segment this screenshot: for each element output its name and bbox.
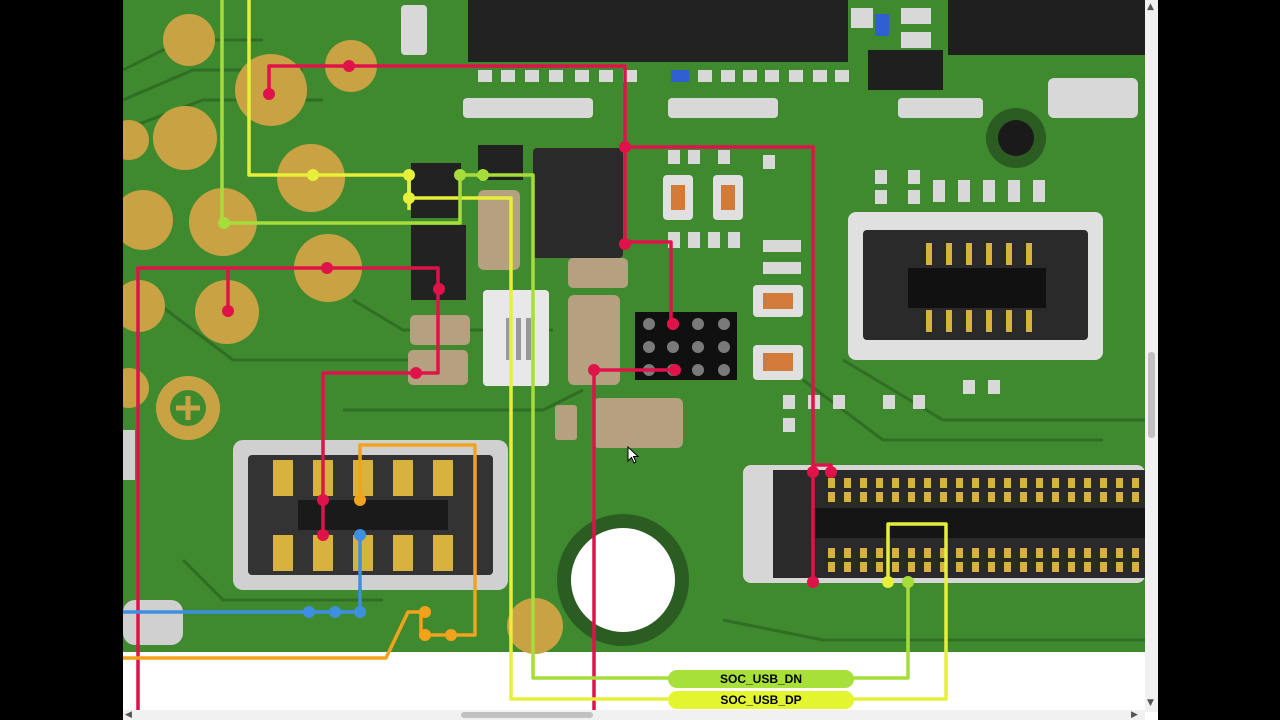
net-label-usb-dp-text: SOC_USB_DP: [720, 693, 802, 707]
pcb-board-image: [123, 0, 1145, 712]
net-label-usb-dp: SOC_USB_DP: [668, 691, 854, 709]
schematic-viewer[interactable]: SOC_USB_DN SOC_USB_DP: [123, 0, 1158, 720]
net-label-usb-dn-text: SOC_USB_DN: [719, 672, 803, 686]
scroll-up-arrow-icon[interactable]: ▲: [1147, 2, 1154, 12]
horizontal-scrollbar[interactable]: ◀ ▶: [123, 710, 1145, 720]
scroll-down-arrow-icon[interactable]: ▼: [1147, 698, 1154, 708]
mouse-cursor-icon: [627, 446, 639, 464]
scroll-right-arrow-icon[interactable]: ▶: [1131, 710, 1138, 720]
scroll-left-arrow-icon[interactable]: ◀: [125, 710, 132, 720]
net-label-usb-dn: SOC_USB_DN: [668, 670, 854, 688]
vertical-scroll-thumb[interactable]: [1148, 352, 1155, 438]
vertical-scrollbar[interactable]: ▲ ▼: [1145, 0, 1158, 712]
horizontal-scroll-thumb[interactable]: [461, 712, 593, 718]
